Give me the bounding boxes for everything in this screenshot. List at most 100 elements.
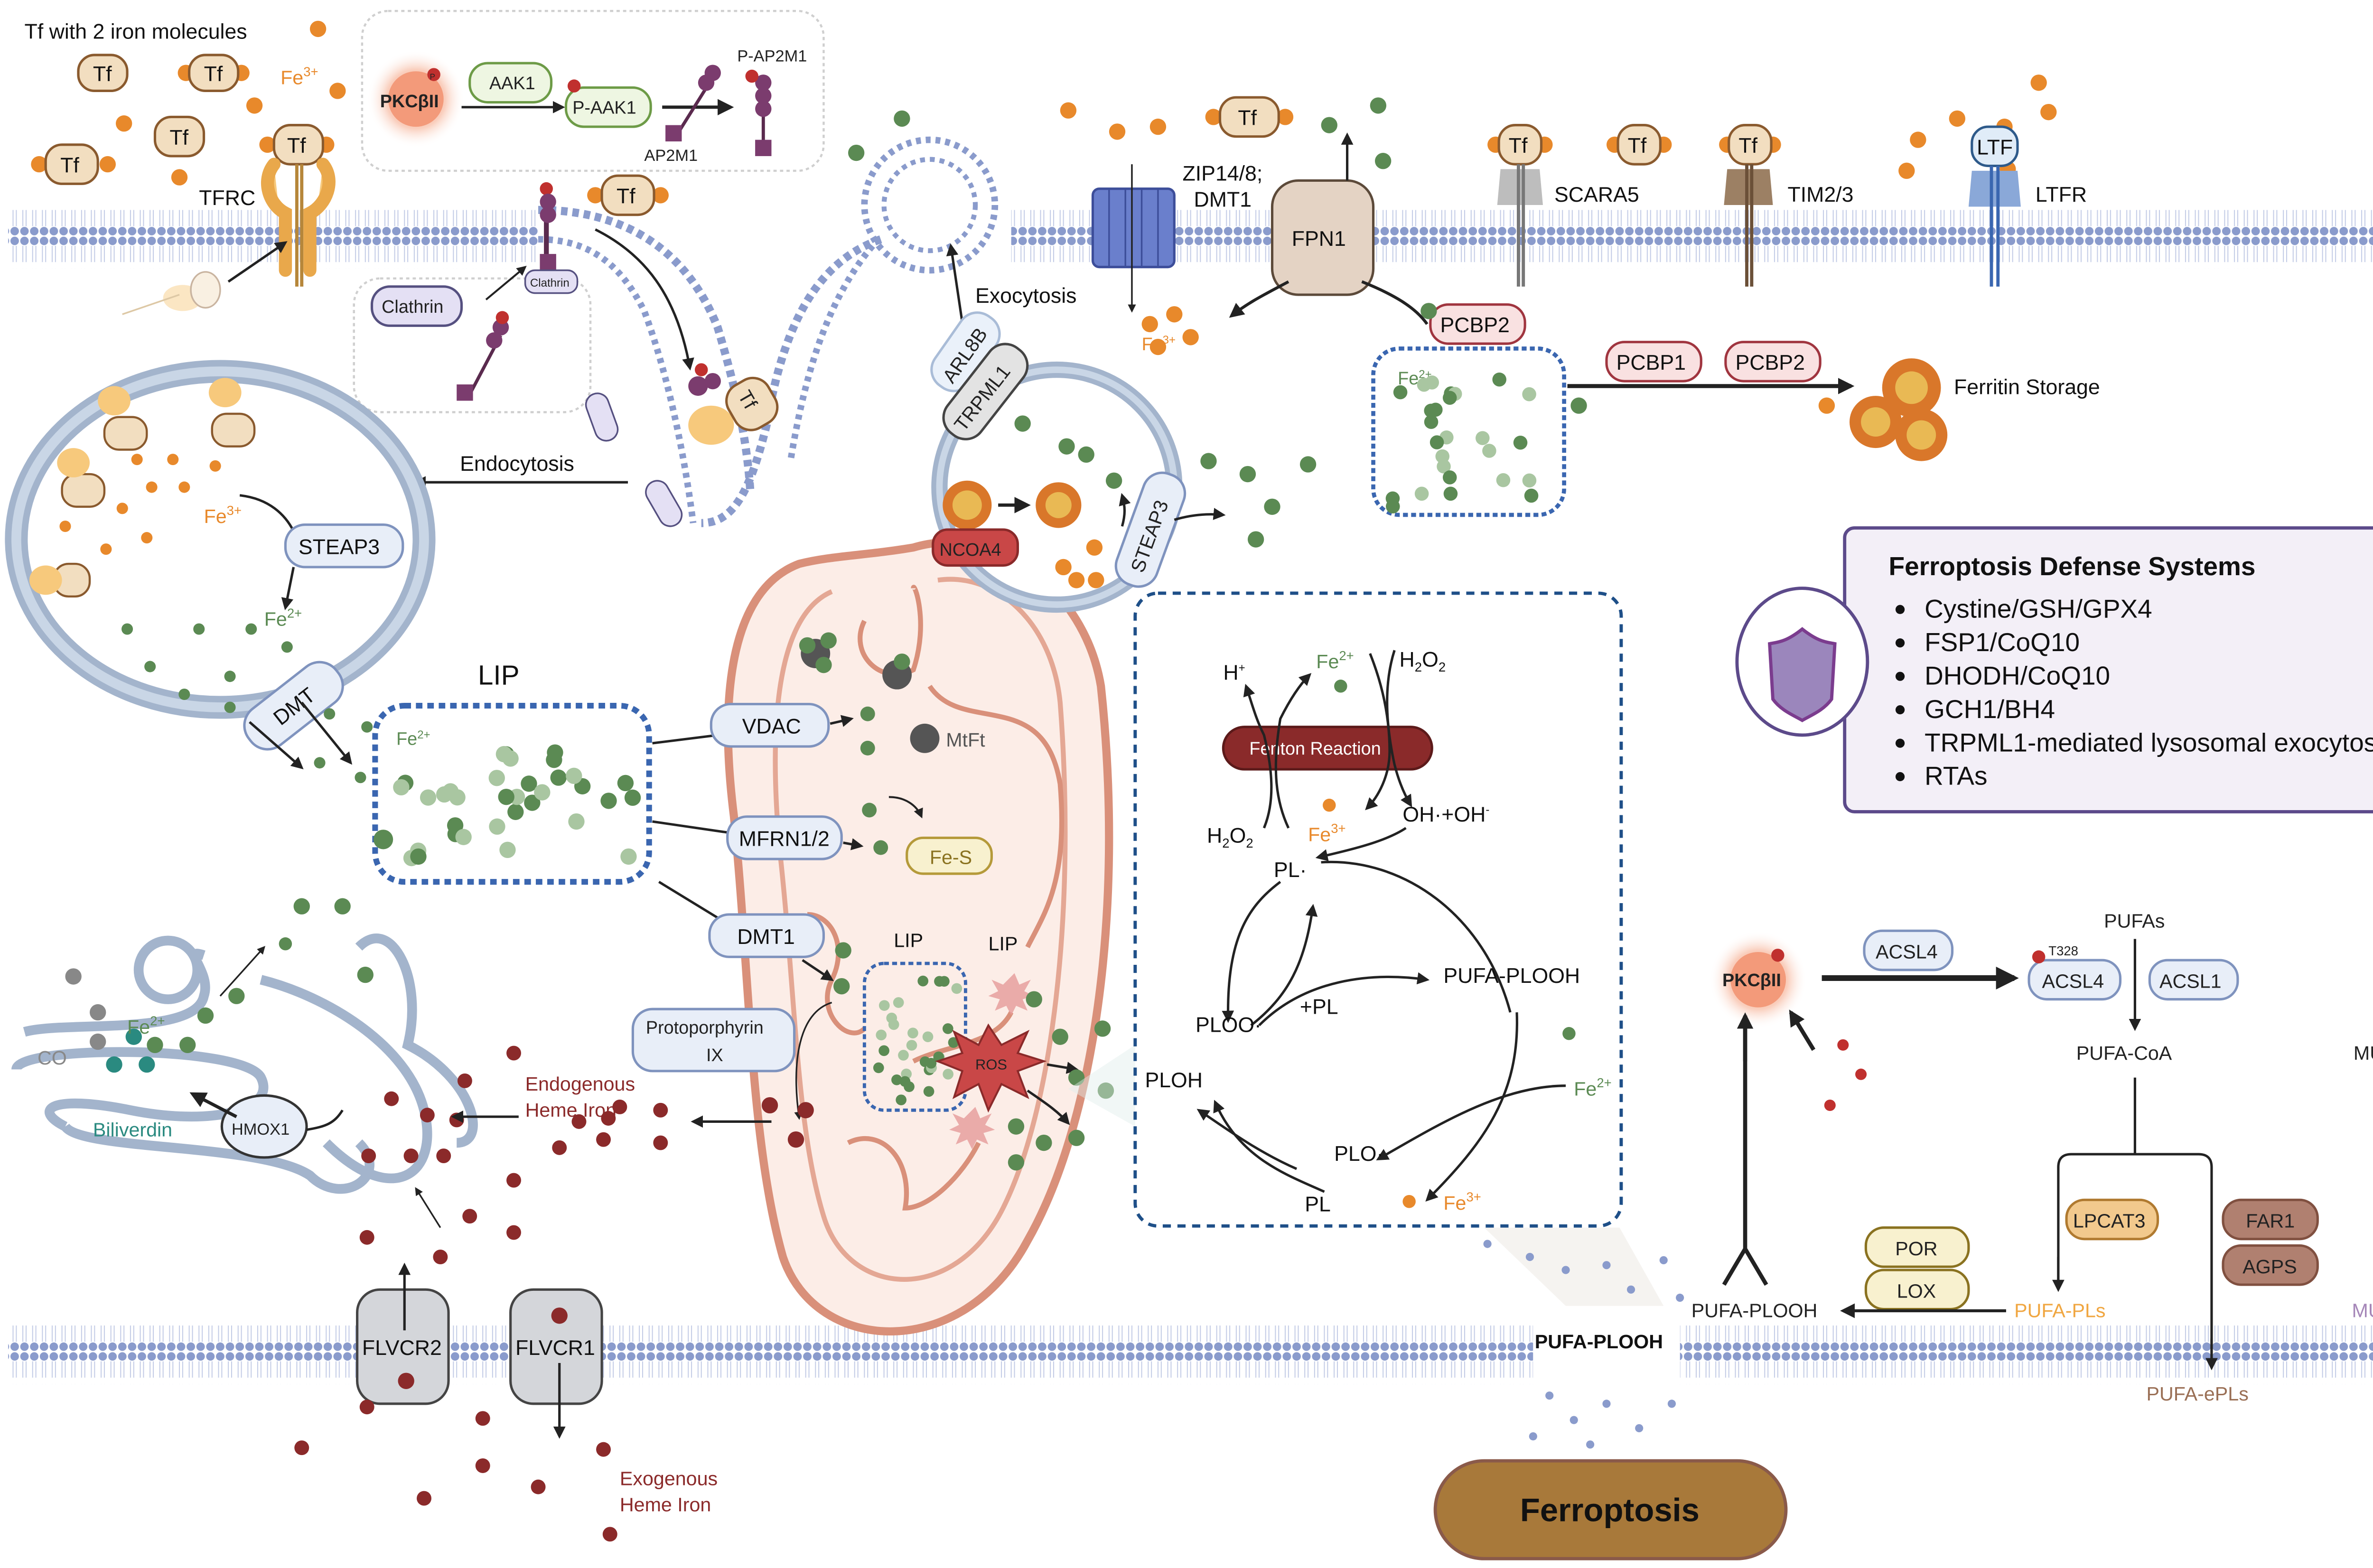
exocytosis-label: Exocytosis [975, 284, 1076, 308]
mtft-label: MtFt [946, 729, 985, 751]
fe2-ion [534, 784, 551, 801]
svg-text:T328: T328 [2048, 943, 2078, 958]
protoporphyrin-ix: Protoporphyrin IX [631, 1008, 796, 1073]
defense-item: Cystine/GSH/GPX4 [1925, 594, 2152, 623]
acsl4-free: ACSL4 [1863, 929, 1954, 971]
fe2-pool-dots [1385, 372, 1539, 513]
lip-iron-dots [393, 744, 641, 867]
fe2-ion [896, 1094, 907, 1105]
fe2-ion [1524, 488, 1539, 503]
svg-text:Clathrin: Clathrin [382, 297, 443, 317]
fenton-pufa-plooh: PUFA-PLOOH [1443, 964, 1580, 988]
svg-text:PKCβII: PKCβII [1722, 971, 1781, 990]
fe2-ion [899, 1076, 911, 1087]
ferritin-storage [1850, 358, 1948, 461]
svg-text:FPN1: FPN1 [1292, 227, 1346, 251]
por-enzyme: POR [1864, 1226, 1970, 1268]
fe2-ion [1435, 449, 1450, 464]
vdac-transporter: VDAC [710, 703, 830, 748]
tf-protein: Tf [1606, 124, 1672, 166]
svg-text:ROS: ROS [975, 1056, 1007, 1073]
bullet [1895, 772, 1905, 782]
svg-text:STEAP3: STEAP3 [299, 535, 380, 559]
fe2-ion [906, 1040, 917, 1051]
fe2-ion [502, 750, 519, 767]
fe2-ion [1442, 470, 1457, 485]
bullet [1895, 705, 1905, 715]
bullet [1895, 672, 1905, 681]
far1-enzyme: FAR1 [2222, 1198, 2319, 1241]
fe2-ion [1414, 486, 1429, 501]
fenton-oh: OH·+OH- [1402, 803, 1489, 826]
svg-text:Tf: Tf [93, 63, 112, 86]
svg-text:Tf: Tf [617, 185, 635, 208]
fe2-ion [1429, 435, 1444, 449]
fe2-ion [1424, 415, 1439, 429]
fe2-ion [942, 1023, 953, 1034]
fe2-ion [951, 983, 962, 994]
bullet [1895, 738, 1905, 748]
p-ap2m1-label: P-AP2M1 [737, 47, 807, 65]
svg-text:ACSL1: ACSL1 [2159, 971, 2222, 992]
mufa-coa-label: MUFA-CoA [2354, 1042, 2373, 1064]
fe2-ion [891, 1074, 902, 1085]
tf-protein: Tf [31, 143, 116, 185]
ap2m1-protein [665, 65, 721, 142]
fenton-pl-radical: PL· [1274, 859, 1307, 882]
tf-protein: Tf [153, 115, 206, 158]
svg-text:PCBP2: PCBP2 [1735, 351, 1804, 374]
lip-inner-label: LIP [894, 930, 923, 952]
fe2-ion [1393, 385, 1408, 400]
ferritin-in-lysosome [943, 480, 1082, 530]
svg-text:POR: POR [1895, 1238, 1937, 1260]
fenton-h-plus: H+ [1223, 661, 1245, 684]
defense-item: DHODH/CoQ10 [1925, 661, 2110, 690]
fe3-label-endosome: Fe3+ [204, 503, 242, 527]
svg-text:Tf: Tf [204, 63, 223, 86]
exocytic-vesicle [787, 136, 999, 458]
fenton-fe3-bottom: Fe3+ [1443, 1190, 1481, 1214]
fe2-ion [888, 1019, 899, 1030]
lox-enzyme: LOX [1864, 1269, 1970, 1311]
endosome [5, 360, 436, 719]
fe2-ion [600, 793, 617, 809]
pufa-epls-label: PUFA-ePLs [2146, 1383, 2248, 1405]
steap3-right: STEAP3 [1114, 471, 1186, 588]
defense-panel: Ferroptosis Defense Systems [1735, 526, 2373, 813]
pufa-plooh-membrane-label: PUFA-PLOOH [1535, 1331, 1663, 1353]
svg-text:Fe2+: Fe2+ [396, 728, 430, 749]
fe2-ion [410, 848, 427, 865]
zip-dmt1-label: ZIP14/8;DMT1 [1182, 162, 1262, 211]
fe2-ion [873, 1062, 884, 1073]
defense-item: TRPML1-mediated lysosomal exocytosis [1925, 728, 2373, 757]
fe2-ion [420, 789, 437, 806]
fe2-ion [878, 1045, 889, 1056]
svg-text:MFRN1/2: MFRN1/2 [739, 828, 830, 851]
fe2-ion [507, 803, 524, 820]
fe2-ion [1492, 372, 1506, 387]
svg-text:Fe2+: Fe2+ [1398, 368, 1432, 389]
svg-text:Ferroptosis: Ferroptosis [1520, 1492, 1700, 1528]
fe2-label-endosome: Fe2+ [264, 606, 302, 630]
defense-item: FSP1/CoQ10 [1925, 627, 2080, 657]
antibody-y-icon [1722, 1028, 1768, 1286]
svg-text:Tf: Tf [1738, 134, 1757, 158]
scara5-receptor: Tf [1487, 124, 1553, 287]
svg-text:FLVCR2: FLVCR2 [362, 1336, 442, 1360]
pufa-plooh-label: PUFA-PLOOH [1691, 1300, 1818, 1322]
fenton-ploh: PLOH [1145, 1069, 1203, 1092]
fe2-ion [939, 976, 950, 987]
scara5-label: SCARA5 [1554, 183, 1639, 206]
dmt1-mito: DMT1 [708, 913, 825, 958]
lip-title: LIP [478, 660, 520, 691]
svg-text:P: P [430, 72, 435, 81]
svg-text:Fe-S: Fe-S [930, 846, 972, 868]
fe2-ion [550, 769, 567, 786]
fe2-ion [876, 1029, 887, 1041]
tim-label: TIM2/3 [1787, 183, 1853, 206]
fe2-ion [521, 775, 537, 792]
pkc-beta-ii: P PKCβII [367, 50, 465, 148]
defense-list: Cystine/GSH/GPX4FSP1/CoQ10DHODH/CoQ10GCH… [1895, 594, 2373, 791]
fe2-ion [488, 770, 505, 786]
endogenous-heme-dots [359, 1045, 668, 1265]
